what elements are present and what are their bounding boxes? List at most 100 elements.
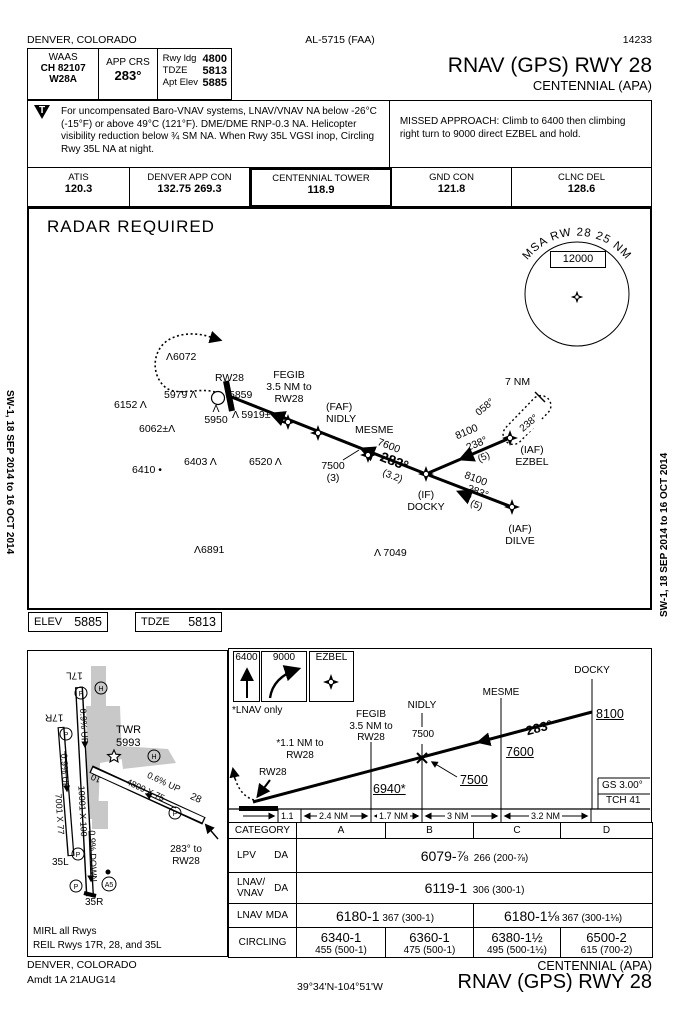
obstacle-icon: Λ — [212, 403, 220, 415]
docky-waypoint-icon — [417, 465, 435, 483]
ma-box-6400: 6400 — [233, 651, 260, 702]
effective-dates-left: SW-1, 18 SEP 2014 to 16 OCT 2014 — [4, 390, 15, 555]
parking-icon-label: P — [64, 732, 69, 739]
waas-channel: CH 82107 — [40, 63, 86, 74]
comm-atis-freq: 120.3 — [64, 183, 93, 195]
comm-atis: ATIS 120.3 — [27, 168, 130, 207]
helipad-icon-label: H — [98, 686, 103, 693]
ma-box-9000: 9000 — [261, 651, 307, 702]
rw28-runway-symbol — [223, 380, 235, 412]
rwy-35l-label: 35L — [52, 857, 69, 868]
leg-nidly-altitude: 7500(3) — [321, 460, 345, 485]
msa-center-waypoint-icon — [570, 290, 584, 304]
category-a-header: A — [296, 822, 386, 839]
final-approach-course — [228, 394, 427, 476]
comm-app-con-freq: 132.75 269.3 — [157, 183, 222, 195]
obstacle-icon: Λ — [189, 389, 197, 401]
category-d-header: D — [560, 822, 653, 839]
apron-area — [86, 666, 122, 819]
general-notes-cell: T For uncompensated Baro-VNAV systems, L… — [28, 101, 390, 167]
profile-docky-altitude: 8100 — [596, 707, 624, 721]
profile-faf-altitude: 7500 — [460, 773, 488, 787]
obstacle-6520: 6520 Λ — [249, 456, 282, 468]
notes-box: T For uncompensated Baro-VNAV systems, L… — [27, 100, 652, 168]
category-c-header: C — [473, 822, 561, 839]
comm-app-con-label: DENVER APP CON — [147, 172, 232, 183]
parking-icon-label: P — [79, 691, 84, 698]
rwy-17r-label: 17R — [45, 711, 64, 723]
comm-tower-freq: 118.9 — [307, 184, 335, 196]
app-crs-value: 283° — [114, 68, 142, 83]
radar-required-note: RADAR REQUIRED — [47, 217, 215, 236]
lighting-note-1: MIRL all Rwys — [33, 926, 97, 937]
obstacle-6410: 6410 • — [132, 464, 162, 476]
dist-nidly: 1.7 NM — [377, 811, 411, 822]
helipad-icon-label: H — [151, 754, 156, 761]
plan-view-graphics: MSA RW 28 25 NM — [154, 227, 632, 516]
msa-altitude: 12000 — [550, 251, 606, 268]
circled-obstacle-icon — [210, 390, 226, 406]
rwy-ldg-value: 4800 — [202, 53, 227, 65]
obstacle-6062: 6062±Λ — [139, 423, 176, 435]
obstacle-6891: Λ6891 — [194, 544, 225, 556]
footer-amendment: Amdt 1A 21AUG14 — [27, 974, 116, 986]
hold-limit-tick — [534, 391, 546, 403]
profile-fegib-altitude: 6940* — [373, 782, 406, 796]
apt-elev-value: 5885 — [202, 77, 227, 89]
parking-icons — [59, 681, 182, 893]
ezbel-waypoint-icon — [322, 673, 340, 691]
footer-airport-name: CENTENNIAL (APA) — [537, 959, 652, 973]
header-city: DENVER, COLORADO — [27, 34, 137, 46]
comm-tower: CENTENNIAL TOWER 118.9 — [250, 168, 392, 207]
dist-runway: 1.1 — [279, 811, 296, 822]
circling-row-label: CIRCLING — [228, 927, 297, 958]
nidly-label: (FAF)NIDLY — [326, 401, 357, 426]
obstacle-icon: Λ — [374, 547, 381, 559]
comm-clnc-del-label: CLNC DEL — [558, 172, 605, 183]
profile-mesme-label: MESME — [482, 687, 520, 698]
obstacle-7049: Λ 7049 — [374, 547, 407, 559]
rw28-label: RW28 — [215, 372, 244, 384]
dilve-waypoint-icon — [503, 498, 521, 516]
comm-gnd-con-freq: 121.8 — [437, 183, 466, 195]
header-chart-code: 14233 — [622, 34, 652, 46]
missed-climb-path — [232, 768, 255, 801]
obstacle-6072: Λ6072 — [166, 351, 197, 363]
procedure-title: RNAV (GPS) RWY 28 — [447, 54, 652, 77]
holding-pattern — [502, 394, 552, 446]
threshold-crossing-height: TCH 41 — [606, 795, 641, 806]
dot-obstacle-icon: • — [158, 464, 162, 476]
approach-course-cell: APP CRS 283° — [99, 49, 158, 99]
plan-view: MSA RW 28 25 NM — [27, 207, 652, 610]
dist-docky: 3.2 NM — [529, 811, 563, 822]
obstacle-icon: Λ — [209, 456, 217, 468]
displaced-threshold-bar — [83, 891, 97, 898]
parking-icon-label: P — [173, 811, 178, 818]
waas-channel-cell: WAAS CH 82107 W28A — [28, 49, 100, 99]
apt-elev-label: Apt Elev — [162, 77, 199, 88]
obstacle-icon: Λ — [168, 423, 176, 435]
missed-approach-text: MISSED APPROACH: Climb to 6400 then clim… — [399, 116, 626, 140]
comm-strip: ATIS 120.3 DENVER APP CON 132.75 269.3 C… — [27, 168, 652, 207]
airport-sketch-graphics: P P P P P H H A5 — [57, 666, 219, 898]
hold-leg-length: 7 NM — [505, 376, 531, 388]
docky-label: (IF)DOCKY — [407, 489, 445, 514]
obstacle-icon: Λ — [139, 399, 147, 411]
obstacle-5979: 5979 Λ — [164, 389, 197, 401]
comm-gnd-con: GND CON 121.8 — [392, 168, 512, 207]
tower-star-icon — [106, 748, 122, 764]
rwy-35r-label: 35R — [85, 897, 104, 908]
parking-icon-label: P — [74, 884, 79, 891]
obstacle-icon: Λ — [232, 409, 239, 421]
